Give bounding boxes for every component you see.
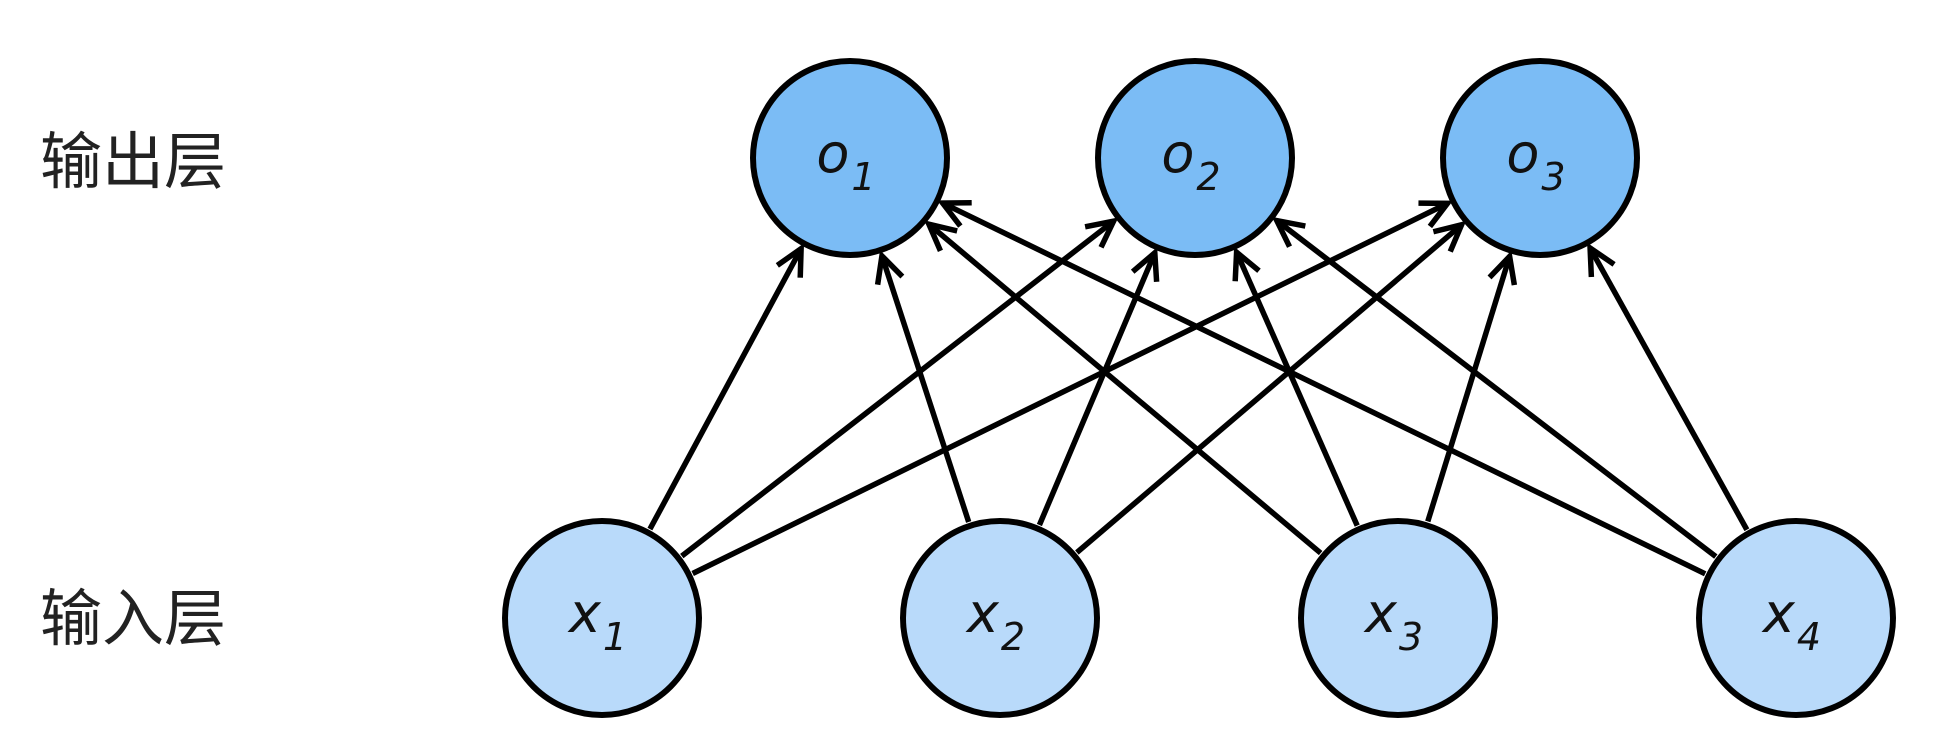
node-label: x2 [965, 582, 1025, 659]
node-circle [1440, 58, 1640, 258]
node-circle [750, 58, 950, 258]
network-nodes: o1 o2 o3 x1 x2 x3 x4 [502, 58, 1896, 718]
output-layer-label: 输出层 [40, 125, 226, 198]
node-x3: x3 [1298, 518, 1498, 718]
edge-x4-o1 [937, 199, 1707, 577]
edge-x4-o2 [1271, 216, 1718, 559]
edge-x4-o3 [1587, 242, 1750, 532]
node-o3: o3 [1440, 58, 1640, 258]
connection-edges [647, 199, 1750, 577]
edge-x3-o1 [924, 220, 1323, 556]
edge-x3-o2 [1232, 246, 1360, 527]
edge-x1-o1 [647, 243, 805, 531]
node-x1: x1 [502, 518, 702, 718]
node-label: x1 [567, 582, 627, 659]
node-circle [900, 518, 1100, 718]
node-label: x3 [1363, 582, 1423, 659]
node-label: o2 [1161, 122, 1220, 199]
node-o2: o2 [1095, 58, 1295, 258]
node-o1: o1 [750, 58, 950, 258]
node-label: o3 [1506, 122, 1565, 199]
node-label: o1 [816, 122, 875, 199]
node-x2: x2 [900, 518, 1100, 718]
edge-x2-o2 [1036, 247, 1160, 527]
node-x4: x4 [1696, 518, 1896, 718]
node-circle [1696, 518, 1896, 718]
node-label: x4 [1761, 582, 1821, 659]
node-circle [502, 518, 702, 718]
node-circle [1298, 518, 1498, 718]
input-layer-label: 输入层 [40, 582, 226, 655]
node-circle [1095, 58, 1295, 258]
edge-x2-o3 [1075, 220, 1467, 555]
edge-x2-o1 [874, 250, 972, 523]
edge-x3-o3 [1425, 250, 1518, 523]
edge-x1-o2 [680, 217, 1119, 559]
edge-x1-o3 [691, 200, 1454, 576]
